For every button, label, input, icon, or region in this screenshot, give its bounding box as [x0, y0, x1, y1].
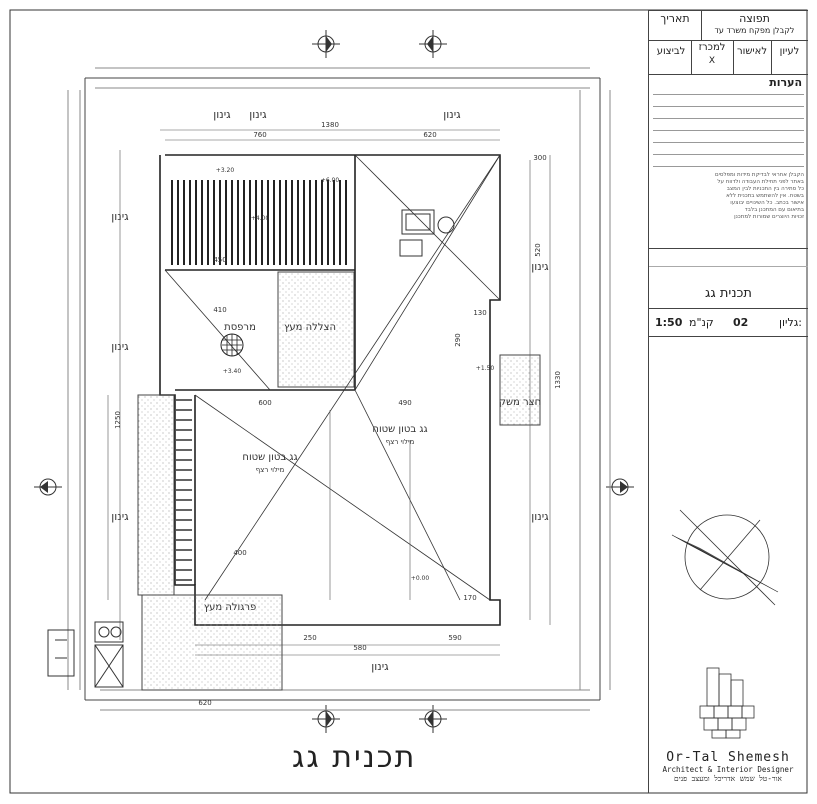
notes-label: הערות	[769, 76, 802, 89]
level-marker: +3.40	[223, 368, 242, 375]
status-option-approval[interactable]: לאישור	[736, 46, 768, 57]
garden-label: גינון	[111, 340, 129, 353]
status-option-execution[interactable]: לביצוע	[656, 46, 686, 57]
level-marker: +3.20	[216, 167, 235, 174]
main-drawing-title: תכנית גג	[292, 740, 417, 775]
status-option-review[interactable]: לעיון	[779, 46, 800, 57]
disclaimer-line: כל סתירה בין התכניות לבין המצב	[726, 186, 804, 192]
scale-value: 1:50	[655, 316, 683, 329]
dimension-label: 520	[534, 243, 542, 256]
dimension-label: 1330	[554, 371, 562, 389]
dimension-label: 620	[198, 699, 211, 707]
dimension-label: 600	[258, 399, 271, 407]
room-label: מרפסת	[224, 322, 256, 333]
room-label: גג בטון שטוח	[372, 424, 427, 435]
dimension-label: 410	[213, 306, 226, 314]
drawing-title: תכנית גג	[705, 286, 752, 301]
disclaimer-line: זכויות היוצרים שמורות למתכנן	[734, 214, 804, 220]
release-sub: לקבלן מפקח משרד עד	[714, 26, 795, 35]
disclaimer-line: אישור בכתב. כל השינויים יבוצעו	[730, 200, 804, 206]
disclaimer-line: באתר לפני תחילת העבודה ולדווח על	[717, 179, 804, 185]
scale-label: קנ"מ	[689, 316, 714, 329]
garden-label: גינון	[371, 660, 389, 673]
dimension-label: 1250	[114, 411, 122, 429]
room-sublabel: מילוי רצף	[386, 438, 415, 446]
room-label: הצללה מעץ	[284, 322, 336, 333]
room-label: גג בטון שטוח	[242, 452, 297, 463]
status-option-tender[interactable]: למכרז	[698, 42, 726, 53]
date-label: תאריך	[660, 12, 690, 25]
sheet-label: גליון:	[779, 316, 802, 329]
title-block: תאריך תפוצה לקבלן מפקח משרד עד לביצוע למ…	[648, 10, 808, 793]
dimension-label: 580	[353, 644, 366, 652]
disclaimer-line: בשטח. אין להשתמש בתכנית ללא	[726, 193, 804, 199]
garden-label: גינון	[111, 210, 129, 223]
dimension-label: 300	[533, 154, 546, 162]
brand-name: Or-Tal Shemesh	[666, 750, 790, 765]
dimension-label: 490	[398, 399, 411, 407]
garden-label: גינון	[213, 108, 231, 121]
garden-label: גינון	[531, 510, 549, 523]
room-sublabel: מילוי רצף	[256, 466, 285, 474]
level-marker: +6.00	[321, 177, 340, 184]
disclaimer-line: בתיאום עם המתכנן בלבד	[744, 207, 804, 213]
dimension-label: 620	[423, 131, 436, 139]
dimension-label: 130	[473, 309, 486, 317]
garden-label: גינון	[111, 510, 129, 523]
garden-label: גינון	[249, 108, 267, 121]
brand-logo	[699, 667, 755, 739]
garden-label: גינון	[531, 260, 549, 273]
dimension-label: 1380	[321, 121, 339, 129]
level-marker: +0.00	[411, 575, 430, 582]
room-label: פרגולה מעץ	[204, 602, 257, 613]
dimension-label: 400	[233, 549, 246, 557]
sheet-value: 02	[733, 316, 749, 329]
disclaimer-line: הקבלן אחראי לבדיקת מידות ומפלסים	[715, 172, 804, 178]
dimension-label: 250	[303, 634, 316, 642]
dimension-label: 590	[448, 634, 461, 642]
brand-block: Or-Tal Shemesh Architect & Interior Desi…	[652, 750, 804, 783]
north-arrow-icon	[679, 509, 776, 606]
dimension-label: 760	[253, 131, 266, 139]
status-option-tender-mark: X	[708, 56, 716, 66]
release-label: תפוצה	[739, 12, 770, 25]
brand-subtitle: Architect & Interior Designer	[662, 765, 794, 774]
room-label: חצר משק	[499, 397, 541, 408]
level-marker: +1.50	[476, 365, 495, 372]
garden-label: גינון	[443, 108, 461, 121]
level-marker: +4.00	[251, 215, 270, 222]
dimension-label: 170	[463, 594, 476, 602]
dimension-label: 290	[454, 333, 462, 346]
dimension-label: 450	[213, 256, 226, 264]
brand-hebrew: אור-טל שמש אדריכל ומעצב פנים	[674, 774, 782, 783]
